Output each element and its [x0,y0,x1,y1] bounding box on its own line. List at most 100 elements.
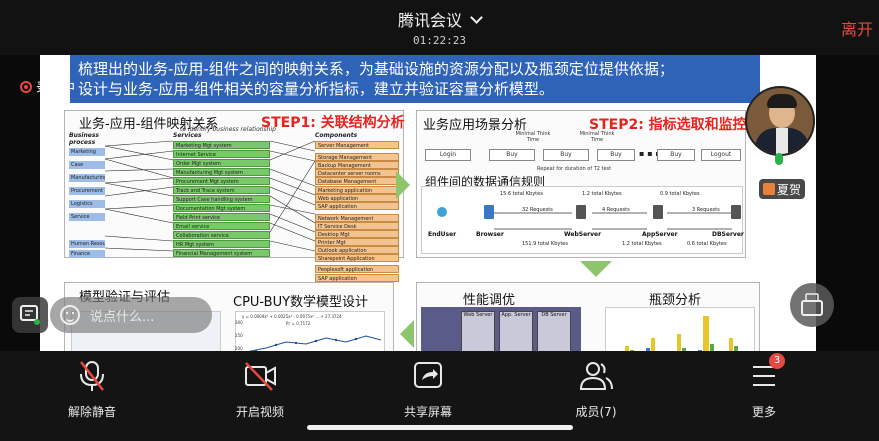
think-time-label: Minimal Think Time [515,131,551,143]
flow-step: Login [425,149,471,161]
more-label: 更多 [751,405,776,419]
service-item: Support Case handling system [173,195,270,203]
emoji-icon[interactable] [60,305,80,325]
video-person-hair [767,94,797,108]
members-icon [579,362,613,390]
business-item: Marketing [69,148,105,156]
component-item: Network Management [315,214,399,222]
think-time-label: Minimal Think Time [579,131,615,143]
business-header: Business process [69,132,99,146]
server-box: App. Server [499,311,533,351]
edge-note: 3 Requests [692,207,720,213]
edge-note: 32 Requests [522,207,553,213]
bottleneck-title: 瓶颈分析 [649,293,702,308]
service-item: Documentation Mgt system [173,204,270,212]
video-off-icon [245,362,276,391]
flow-step: Buy [657,149,695,161]
slide-header: 梳理出的业务-应用-组件之间的映射关系，为基础设施的资源分配以及瓶颈定位提供依据… [70,55,760,103]
server-icon [653,205,663,219]
business-item: Service [69,213,105,221]
rotate-screen-button[interactable] [790,283,834,327]
participant-video[interactable] [745,86,815,156]
unmute-label: 解除静音 [67,405,116,419]
component-item: Web application [315,194,399,202]
y-tick: 250 [235,333,243,338]
service-item: HR Mgt system [173,240,270,248]
shared-screen: 梳理出的业务-应用-组件之间的映射关系，为基础设施的资源分配以及瓶颈定位提供依据… [40,55,816,351]
meeting-title-button[interactable]: 腾讯会议 [0,7,879,31]
services-header: Services [173,132,202,139]
recording-indicator[interactable]: 录制中 [20,77,75,96]
scenario-title: 业务应用场景分析 [423,118,528,133]
component-item: Backup Management [315,161,399,169]
video-person-shirt [776,128,788,154]
bottleneck-bars [625,316,738,351]
edge-note: 1.2 total Kbytes [622,241,662,247]
chat-button[interactable] [12,297,48,333]
business-item: Finance [69,250,105,258]
y-tick: 300 [235,320,243,325]
service-item: Marketing Mgt system [173,141,270,149]
node-label: DBServer [712,231,744,238]
edge-note: 0.9 total Kbytes [660,191,700,197]
regression-chart: y = 0.0009x² + 0.0025x³ - 0.0075x² ... +… [235,311,385,351]
node-label: Browser [476,231,504,238]
server-icon [731,205,741,219]
y-tick: 200 [235,346,243,351]
repeat-note: Repeat for duration of T2 test [537,166,612,172]
business-item: Manufacturing [69,174,105,182]
service-item: Collaboration service [173,231,270,239]
browser-icon [484,205,494,219]
server-label: App. Server [501,312,531,318]
slide-header-line-1: 梳理出的业务-应用-组件之间的映射关系，为基础设施的资源分配以及瓶颈定位提供依据… [78,60,674,78]
services-column: Services Marketing Mgt system Internet S… [173,132,270,258]
flow-step: Buy [543,149,589,161]
service-item: Field Print service [173,213,270,221]
mapping-arrows [104,140,316,252]
edge-note: 151.9 total Kbytes [522,241,568,247]
component-item: Sharepoint Application [315,254,399,262]
slide-header-line-2: 设计与业务-应用-组件相关的容量分析指标，建立并验证容量分析模型。 [78,80,554,98]
component-item: Storage Management [315,153,399,161]
server-box: Web Server [461,311,495,351]
chevron-down-icon [470,11,483,24]
node-label: AppServer [642,231,678,238]
members-button[interactable]: 成员(7) [546,359,646,420]
chat-icon [20,305,40,325]
mapping-title: 业务-应用-组件映射关系 [79,117,219,132]
home-indicator[interactable] [307,425,573,430]
start-video-button[interactable]: 开启视频 [210,359,310,420]
scenario-panel: 业务应用场景分析 STEP2: 指标选取和监控 Minimal Think Ti… [416,110,747,258]
share-screen-button[interactable]: 共享屏幕 [378,359,478,420]
more-button[interactable]: 更多 [714,359,814,420]
edge-note: 1.2 total Kbytes [582,191,622,197]
comment-input[interactable]: 说点什么... [50,297,212,333]
recording-label: 录制中 [36,81,76,96]
server-label: DB Server [541,312,567,318]
flow-step: Buy [489,149,535,161]
service-item: Order Mgt system [173,159,270,167]
component-item: IT Service Desk [315,222,399,230]
notification-badge: 3 [769,353,785,369]
component-item: Desktop Mgt [315,230,399,238]
speaker-name-badge: 夏贺 [759,179,806,199]
service-item: Manufacturing Mgt system [173,168,270,176]
node-label: WebServer [564,231,602,238]
flow-arrow-down [580,261,612,277]
service-item: Procurement Mgt system [173,177,270,185]
flow-arrow-left [400,320,414,348]
component-item: SAP application [315,274,399,282]
members-label: 成员(7) [575,405,617,419]
component-item: Outlook application [315,246,399,254]
speaker-name: 夏贺 [777,182,802,197]
business-item: Logistics [69,200,105,208]
components-header: Components [315,132,358,139]
component-item: Datacenter server rooms [315,169,399,177]
component-item: SAP application [315,202,399,210]
leave-button[interactable]: 离开 [840,20,873,39]
component-item: Database Management [315,177,399,185]
unmute-button[interactable]: 解除静音 [42,359,142,420]
formula-label: y = 0.0009x² + 0.0025x³ - 0.0075x² ... +… [242,314,342,319]
mapping-note: to identify business relationship [180,126,276,133]
